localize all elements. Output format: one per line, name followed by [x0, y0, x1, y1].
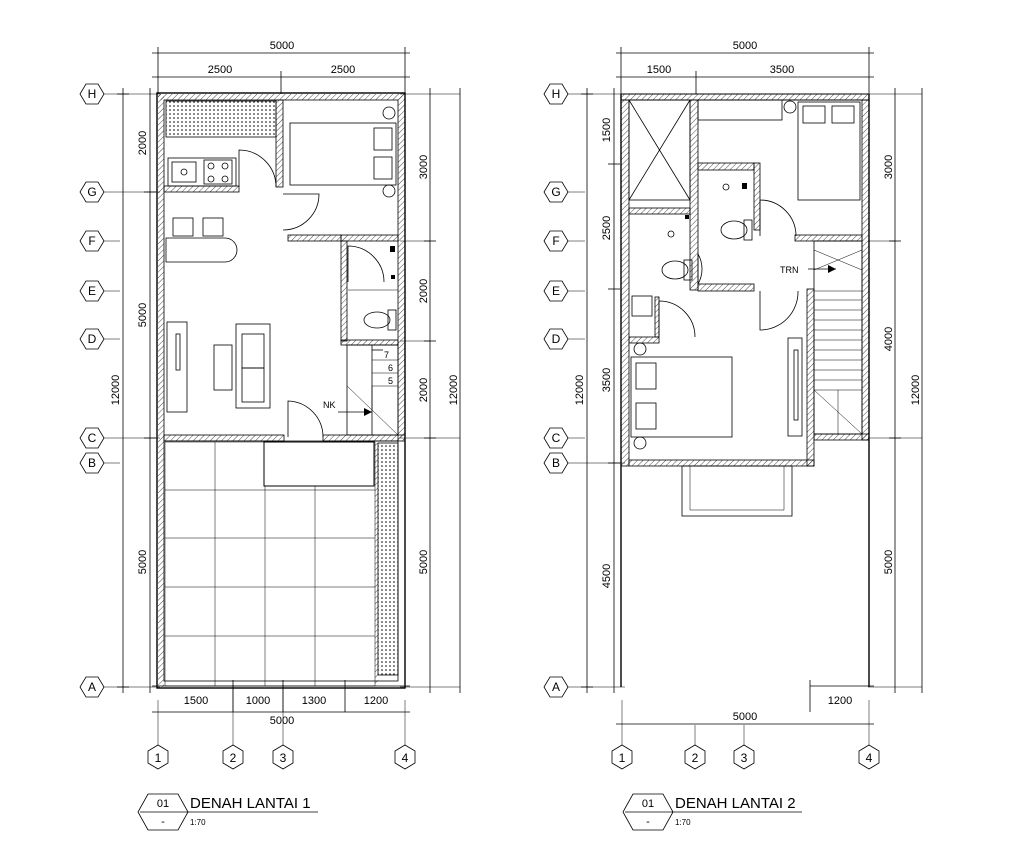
column-axis-markers: 1 2 3 4 — [611, 744, 880, 770]
axis-label: 2 — [692, 751, 699, 765]
drawing-title: DENAH LANTAI 1 — [190, 795, 311, 812]
row-axis-markers: H G F E D C B A — [543, 83, 569, 698]
dim-left: 1500 — [601, 118, 613, 142]
carport-area — [164, 441, 399, 687]
axis-label: H — [552, 87, 561, 101]
dining-set — [165, 217, 238, 263]
dim-left-total: 12000 — [574, 375, 586, 406]
axis-label: 4 — [866, 751, 873, 765]
dim-right-total: 12000 — [448, 375, 460, 406]
garden-dotted-area — [165, 100, 277, 138]
title-block-lantai-1: 01 - DENAH LANTAI 1 1:70 — [137, 793, 318, 831]
axis-label: H — [88, 87, 97, 101]
drawing-scale: 1:70 — [190, 818, 206, 827]
plan-lantai-1: 7 6 5 NK 5000 2500 2500 1500 1 — [79, 40, 461, 831]
balcony — [681, 465, 793, 517]
bedroom-bed — [282, 106, 397, 231]
dimension-lines — [117, 47, 461, 713]
drawing-number: 01 — [642, 798, 654, 810]
drawing-sheet-tag: - — [646, 816, 650, 828]
drawing-title: DENAH LANTAI 2 — [675, 795, 796, 812]
dim-bottom: 1300 — [302, 695, 326, 707]
dim-left: 5000 — [137, 550, 149, 574]
axis-label: 3 — [280, 751, 287, 765]
axis-label: G — [551, 185, 560, 199]
dim-right: 3000 — [418, 155, 430, 179]
bathroom-1 — [347, 245, 398, 331]
dim-right: 3000 — [883, 155, 895, 179]
dim-right: 2000 — [418, 378, 430, 402]
dim-left: 4500 — [601, 564, 613, 588]
dim-top-total: 5000 — [733, 40, 757, 52]
dim-left: 3500 — [601, 368, 613, 392]
dim-top: 1500 — [647, 64, 671, 76]
drawing-number: 01 — [157, 798, 169, 810]
dim-right-total: 12000 — [910, 375, 922, 406]
axis-label: A — [552, 680, 560, 694]
dim-bottom: 1000 — [246, 695, 270, 707]
kitchen-counter — [167, 157, 237, 187]
stair-step-label: 5 — [388, 376, 393, 386]
walls — [620, 93, 870, 687]
dim-right: 5000 — [418, 550, 430, 574]
dim-top: 2500 — [208, 64, 232, 76]
axis-label: A — [88, 680, 96, 694]
axis-label: G — [87, 185, 96, 199]
axis-label: 3 — [741, 751, 748, 765]
kitchen-door — [238, 149, 277, 188]
bedroom-door — [282, 193, 320, 231]
axis-label: C — [88, 431, 97, 445]
dim-left: 2000 — [137, 131, 149, 155]
axis-label: D — [88, 332, 97, 346]
void-area — [628, 99, 691, 201]
axis-label: C — [552, 431, 561, 445]
axis-label: B — [552, 456, 560, 470]
drawing-scale: 1:70 — [675, 818, 691, 827]
dim-left-total: 12000 — [110, 375, 122, 406]
row-axis-markers: H G F E D C B A — [79, 83, 105, 698]
axis-label: B — [88, 456, 96, 470]
dim-left: 5000 — [137, 303, 149, 327]
axis-label: F — [552, 234, 559, 248]
dim-bottom-total: 5000 — [733, 711, 757, 723]
dim-bottom: 1200 — [828, 695, 852, 707]
drawing-sheet-tag: - — [161, 816, 165, 828]
dim-right: 5000 — [883, 550, 895, 574]
dim-right: 2000 — [418, 279, 430, 303]
stair-step-label: 7 — [384, 350, 389, 360]
axis-label: 1 — [619, 751, 626, 765]
dim-top: 2500 — [331, 64, 355, 76]
axis-label: 2 — [230, 751, 237, 765]
stair-2: TRN — [780, 240, 863, 435]
axis-label: 1 — [155, 751, 162, 765]
bedroom-2-bed — [630, 337, 803, 450]
stair-label: NK — [323, 400, 336, 410]
plan-lantai-2: TRN 5000 1500 3500 1200 5000 1500 2500 3… — [543, 40, 923, 831]
bathroom-2 — [631, 183, 799, 338]
walls — [156, 92, 406, 689]
living-set — [166, 321, 271, 413]
dim-bottom-total: 5000 — [270, 715, 294, 727]
axis-label: E — [552, 284, 560, 298]
dim-bottom: 1500 — [184, 695, 208, 707]
title-block-lantai-2: 01 - DENAH LANTAI 2 1:70 — [622, 793, 802, 831]
dim-top: 3500 — [770, 64, 794, 76]
dim-right: 4000 — [883, 327, 895, 351]
stair-1: 7 6 5 NK — [287, 344, 399, 438]
dim-top-total: 5000 — [270, 40, 294, 52]
axis-label: 4 — [402, 751, 409, 765]
axis-label: F — [88, 234, 95, 248]
stair-label: TRN — [780, 265, 799, 275]
dim-left: 2500 — [601, 216, 613, 240]
axis-label: D — [552, 332, 561, 346]
bedroom-bed — [697, 99, 861, 237]
dim-bottom: 1200 — [364, 695, 388, 707]
stair-step-label: 6 — [388, 363, 393, 373]
axis-label: E — [88, 284, 96, 298]
column-axis-markers: 1 2 3 4 — [147, 744, 416, 770]
dimension-lines — [581, 47, 923, 725]
